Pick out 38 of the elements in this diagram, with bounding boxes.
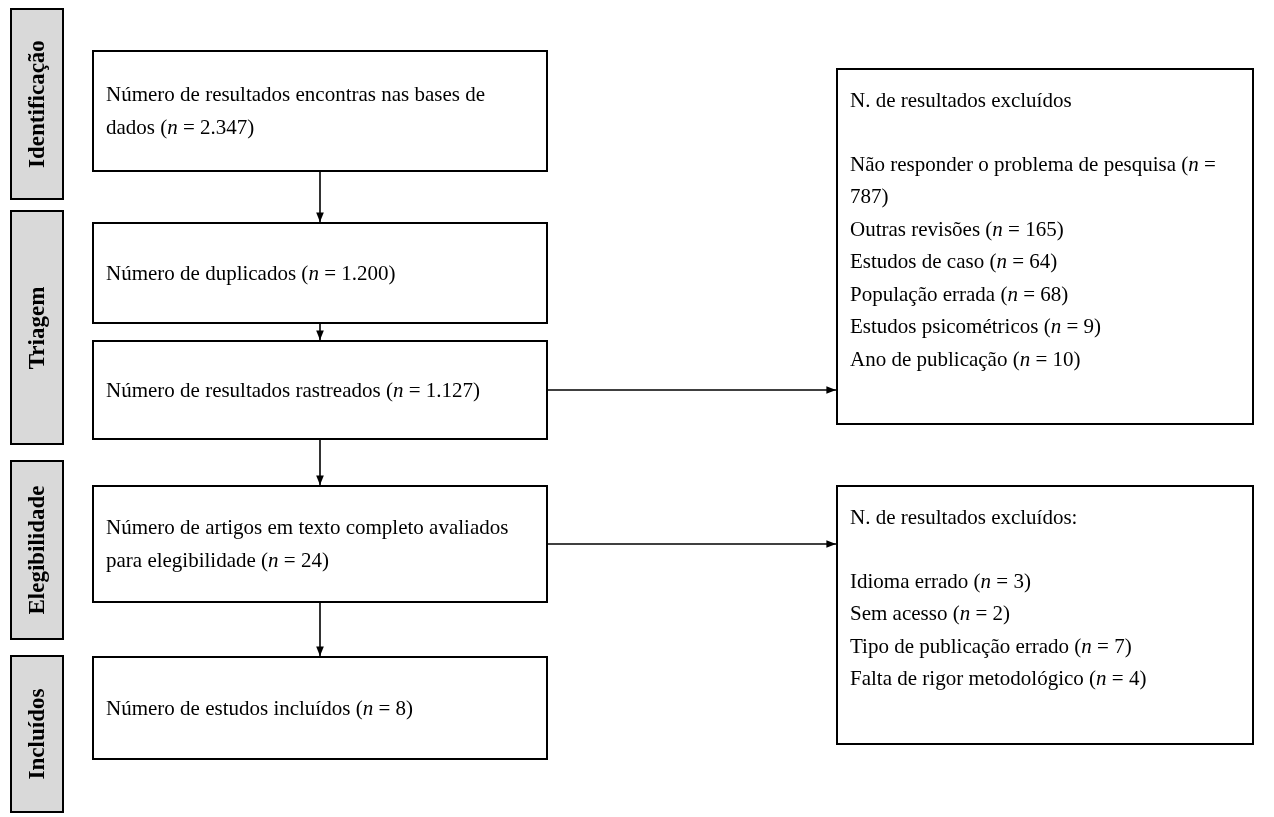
stage-band (10, 460, 64, 640)
arrow (316, 323, 324, 341)
box-text: Sem acesso (n = 2) (850, 600, 1011, 628)
arrow (316, 602, 324, 657)
stage-label: Incluídos (24, 688, 50, 780)
stage-label: Triagem (24, 286, 50, 369)
box-text: Não responder o problema de pesquisa (n = 787) (850, 150, 1217, 211)
arrow (316, 439, 324, 486)
box-text: Falta de rigor metodológico (n = 4) (850, 665, 1148, 693)
box-text: Outras revisões (n = 165) (850, 215, 1065, 243)
process-box (92, 222, 548, 324)
box-text: Número de duplicados (n = 1.200) (106, 259, 397, 287)
box-text: Tipo de publicação errado (n = 7) (850, 632, 1133, 660)
box-text: Idioma errado (n = 3) (850, 567, 1032, 595)
box-text: Número de estudos incluídos (n = 8) (106, 694, 414, 722)
stage-band (10, 210, 64, 445)
stage-label: Elegibilidade (24, 485, 50, 615)
box-heading: N. de resultados excluídos: (850, 504, 1079, 531)
stage-label: Identificação (24, 40, 50, 168)
exclusion-box (836, 68, 1254, 425)
box-text: Número de resultados rastreados (n = 1.127) (106, 376, 481, 404)
arrow (547, 386, 837, 394)
box-text: Estudos psicométricos (n = 9) (850, 313, 1102, 341)
box-heading: N. de resultados excluídos (850, 87, 1073, 114)
box-text: Ano de publicação (n = 10) (850, 345, 1082, 373)
process-box (92, 656, 548, 760)
box-text: Estudos de caso (n = 64) (850, 248, 1059, 276)
stage-band (10, 655, 64, 813)
stage-band (10, 8, 64, 200)
box-text: Número de artigos em texto completo avaliados para elegibilidade (n = 24) (106, 514, 510, 574)
box-text: População errada (n = 68) (850, 280, 1070, 308)
process-box (92, 485, 548, 603)
arrow (547, 540, 837, 548)
process-box (92, 340, 548, 440)
arrow (316, 171, 324, 223)
exclusion-box (836, 485, 1254, 745)
process-box (92, 50, 548, 172)
box-text: Número de resultados encontras nas bases de dados (n = 2.347) (106, 81, 487, 141)
